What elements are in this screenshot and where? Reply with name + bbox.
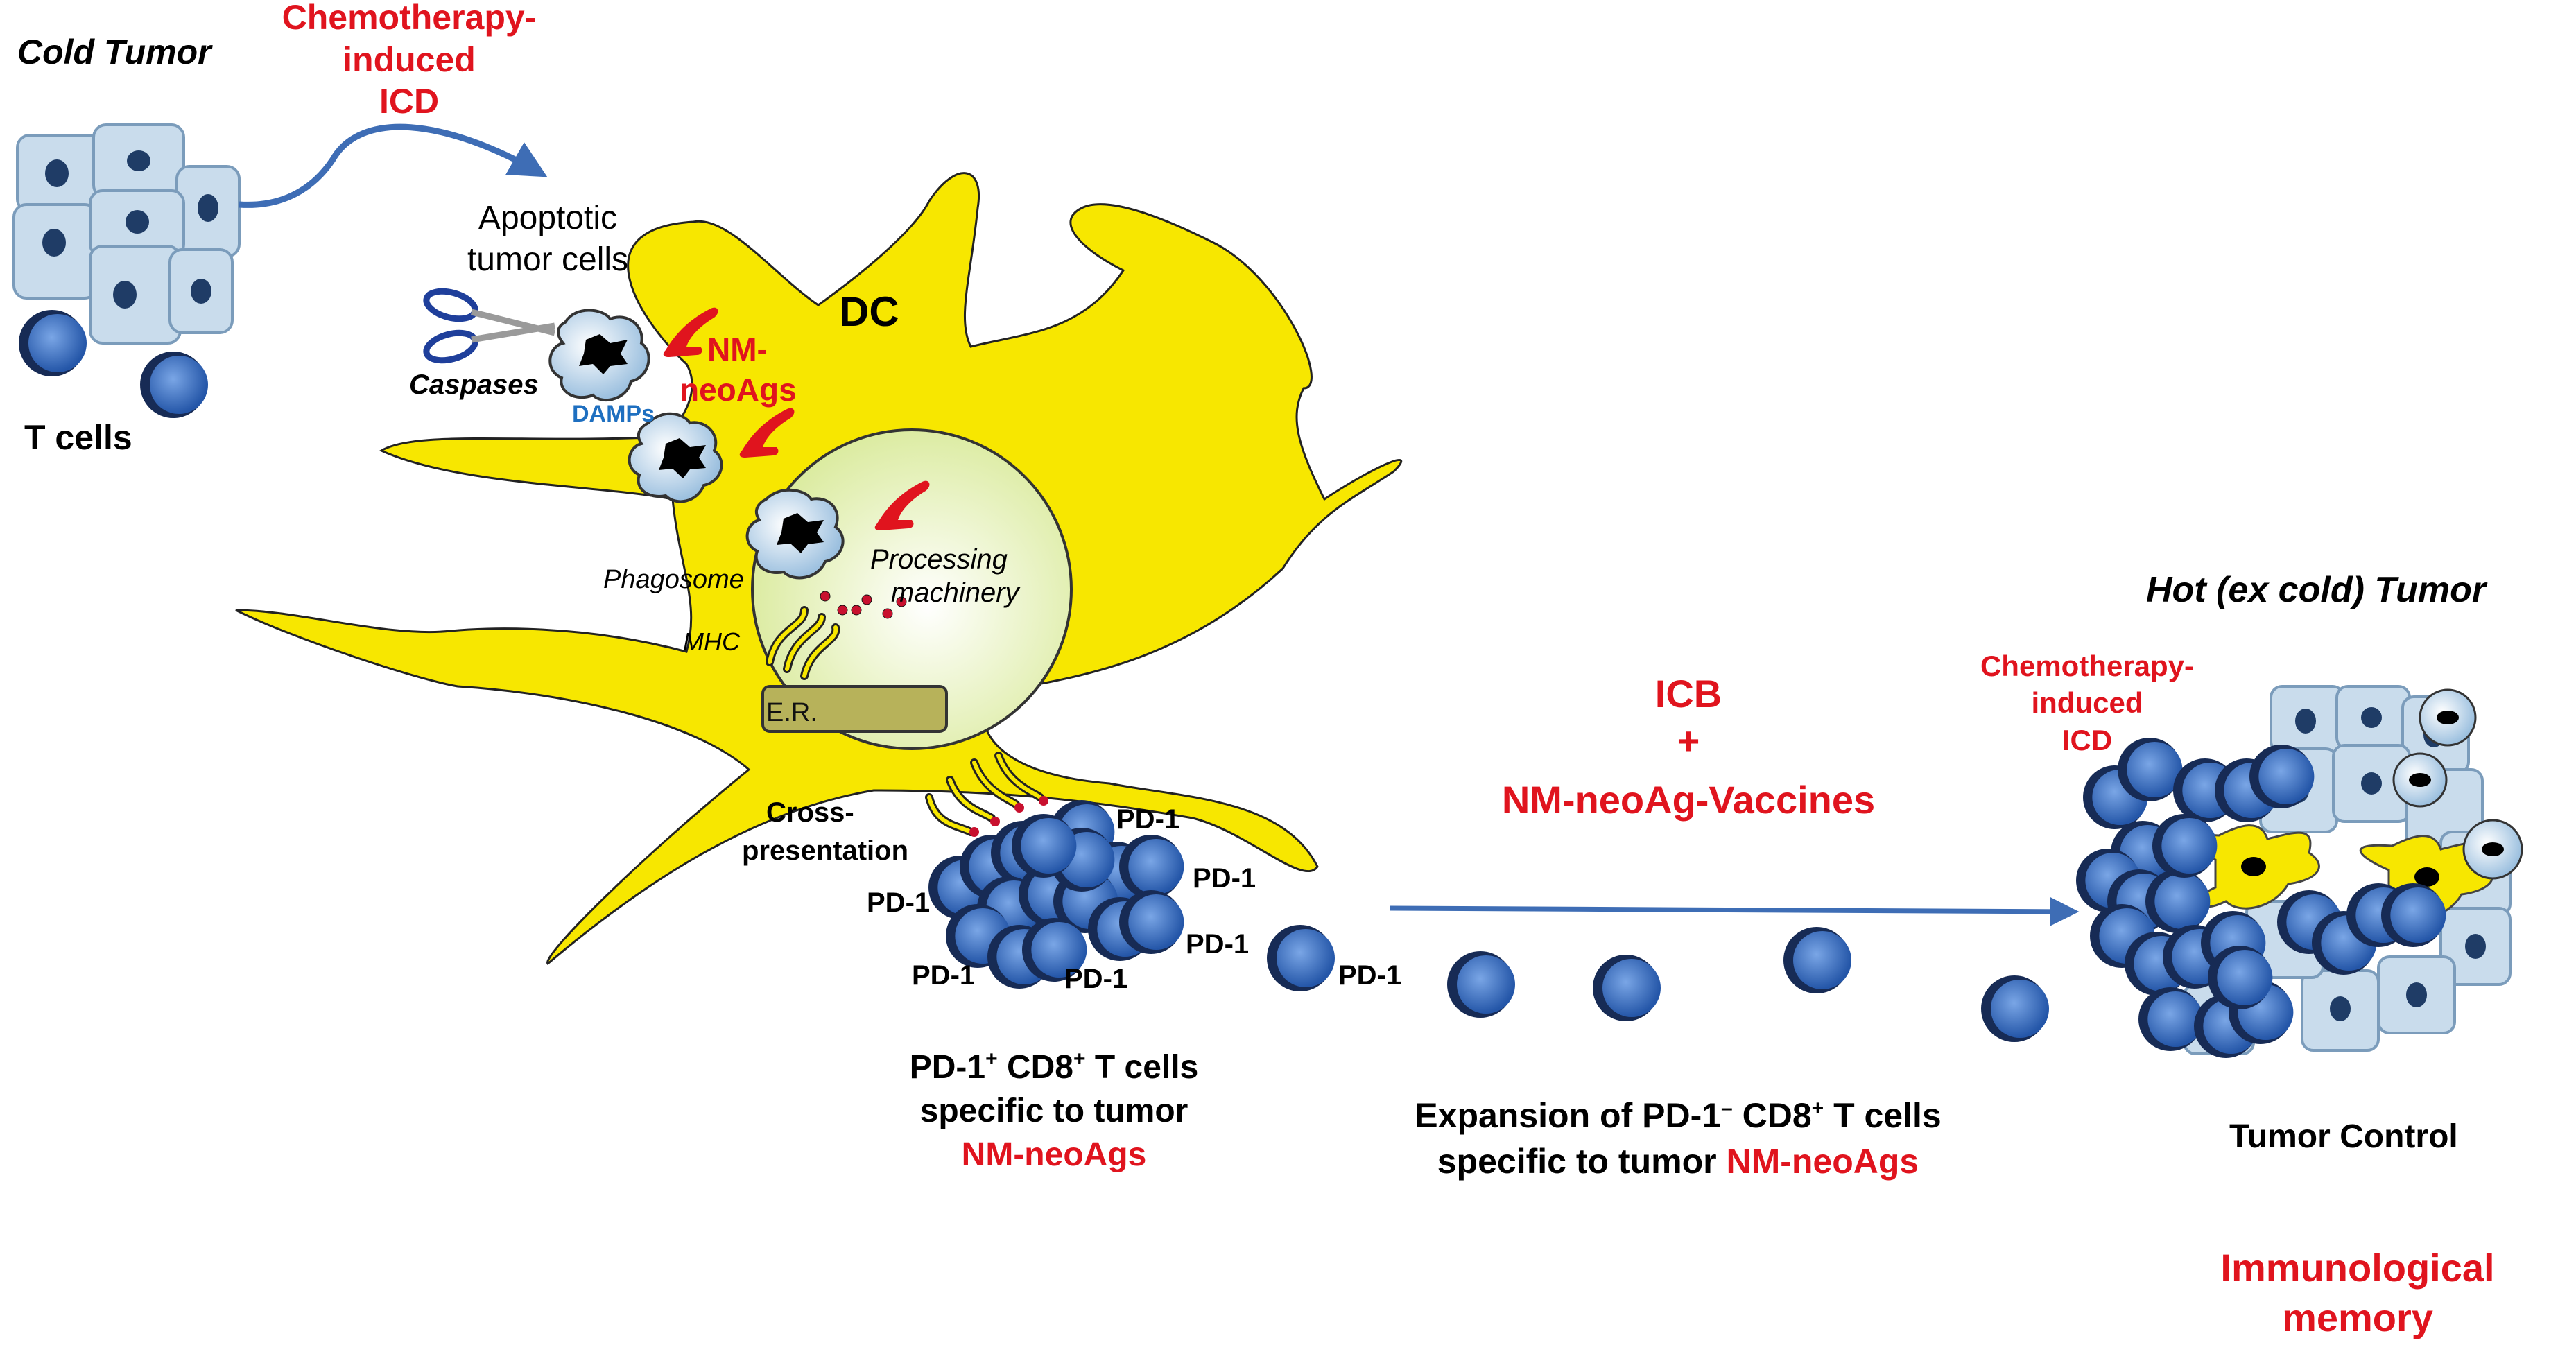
cold-tumor-label: Cold Tumor — [17, 33, 213, 71]
t-cell — [1012, 814, 1077, 878]
t-cell — [1119, 835, 1184, 899]
pd1-label: PD-1 — [1338, 960, 1401, 991]
expansion-arrow — [1390, 896, 2080, 926]
tumor-nucleus — [191, 279, 211, 304]
nm-neoag-icon — [874, 480, 930, 530]
chemo-icd-top-line: ICD — [379, 82, 439, 121]
immunological-memory-line: memory — [2282, 1296, 2433, 1339]
t-cell — [1022, 918, 1087, 982]
t-cell — [2152, 814, 2218, 878]
nm-neoags-label-line: neoAgs — [680, 372, 797, 408]
pd1-label: PD-1 — [1064, 964, 1127, 994]
t-cells-label: T cells — [24, 418, 132, 457]
cross-presentation-line: Cross- — [766, 797, 854, 828]
chemo-icd-top-label: Chemotherapy- induced ICD — [282, 0, 537, 121]
nm-neoags-label-line: NM- — [707, 331, 768, 367]
hot-tumor-apoptotic-nuclei — [2409, 711, 2504, 856]
hot-tumor-label: Hot (ex cold) Tumor — [2146, 570, 2488, 610]
cross-presentation-mhc-fill — [927, 754, 1042, 834]
icb-label: ICB — [1655, 672, 1722, 715]
expansion-caption: Expansion of PD-1– CD8+ T cells specific… — [1415, 1096, 1941, 1181]
tumor-nucleus — [198, 194, 218, 222]
mhc-label: MHC — [683, 627, 741, 656]
cross-presentation-label: Cross- presentation — [742, 797, 908, 866]
t-cell — [1119, 890, 1184, 954]
tumor-nucleus — [42, 229, 66, 257]
apoptotic-label: Apoptotic tumor cells — [467, 200, 628, 278]
pd1-positive-t-cell-cluster — [928, 800, 1184, 989]
cold-tumor-arrow — [239, 123, 548, 208]
caspases-label: Caspases — [409, 370, 539, 400]
hot-tumor-t-cells — [2076, 738, 2446, 1058]
phagosome-label: Phagosome — [603, 565, 744, 594]
t-cell — [2138, 987, 2204, 1051]
cold-tumor-cluster — [12, 123, 241, 345]
plus-label: + — [1677, 719, 1700, 763]
apoptotic-nucleus — [579, 334, 628, 374]
pd1-positive-caption: PD-1+ CD8+ T cells specific to tumor NM-… — [910, 1048, 1199, 1173]
t-cell — [2145, 869, 2211, 933]
hot-tumor-cluster — [2076, 685, 2523, 1058]
t-cell — [150, 356, 208, 414]
t-cell — [2249, 745, 2315, 808]
pd1-label: PD-1 — [1116, 804, 1179, 835]
immunological-memory-line: Immunological — [2220, 1246, 2494, 1290]
nm-neoag-icon — [663, 307, 718, 357]
t-cell — [2118, 738, 2183, 801]
antigen-peptides — [820, 591, 907, 619]
er-label: E.R. — [766, 698, 818, 727]
cross-presentation-peptides — [969, 796, 1048, 837]
tumor-nucleus — [45, 159, 69, 187]
chemo-icd-right-line: Chemotherapy- — [1980, 650, 2194, 682]
tumor-nucleus — [127, 150, 150, 171]
chemo-icd-right-label: Chemotherapy- induced ICD — [1980, 650, 2194, 756]
endoplasmic-reticulum — [761, 685, 948, 733]
pd1-label: PD-1 — [867, 887, 930, 918]
scissors-icon — [423, 288, 556, 364]
processing-label: Processing machinery — [870, 544, 1021, 608]
t-cell — [28, 314, 87, 372]
cross-presentation-line: presentation — [742, 835, 908, 866]
mhc-molecules-fill — [768, 608, 838, 678]
pd1-positive-caption-line1: PD-1+ CD8+ T cells — [910, 1048, 1199, 1086]
t-cell — [2208, 946, 2273, 1009]
nm-neoags-label: NM- neoAgs — [680, 331, 797, 408]
tumor-nucleus — [113, 281, 137, 309]
vaccines-label: NM-neoAg-Vaccines — [1502, 778, 1875, 822]
pd1-positive-caption-line3: NM-neoAgs — [962, 1136, 1147, 1173]
tumor-nucleus — [126, 210, 149, 234]
apoptotic-label-line: Apoptotic — [478, 200, 617, 236]
icb-vaccine-label: ICB + NM-neoAg-Vaccines — [1502, 672, 1875, 822]
apoptotic-nucleus — [777, 513, 824, 553]
pd1-label: PD-1 — [912, 960, 975, 991]
free-t-cells — [1267, 925, 2049, 1042]
expansion-caption-line2: specific to tumor NM-neoAgs — [1437, 1142, 1919, 1181]
expansion-caption-line1: Expansion of PD-1– CD8+ T cells — [1415, 1096, 1941, 1135]
processing-label-line: Processing — [870, 544, 1008, 575]
t-cells-left — [19, 310, 208, 418]
pd1-label: PD-1 — [1193, 863, 1256, 894]
t-cell — [2381, 883, 2446, 947]
chemo-icd-right-line: ICD — [2062, 724, 2112, 756]
chemo-icd-right-line: induced — [2031, 686, 2143, 719]
immunological-memory-label: Immunological memory — [2220, 1246, 2494, 1339]
chemo-icd-top-line: induced — [343, 40, 476, 79]
processing-label-line: machinery — [891, 578, 1021, 608]
dc-label: DC — [839, 288, 899, 335]
pd1-labels: PD-1 PD-1 PD-1 PD-1 PD-1 PD-1 PD-1 — [867, 804, 1401, 994]
pd1-positive-caption-line2: specific to tumor — [920, 1093, 1188, 1129]
apoptotic-label-line: tumor cells — [467, 241, 628, 278]
tumor-control-label: Tumor Control — [2229, 1118, 2458, 1155]
chemo-icd-top-line: Chemotherapy- — [282, 0, 537, 37]
pd1-label: PD-1 — [1186, 929, 1249, 960]
apoptotic-nucleus — [659, 438, 706, 478]
nm-neoag-icon — [739, 408, 795, 458]
damps-label: DAMPs — [572, 401, 655, 427]
